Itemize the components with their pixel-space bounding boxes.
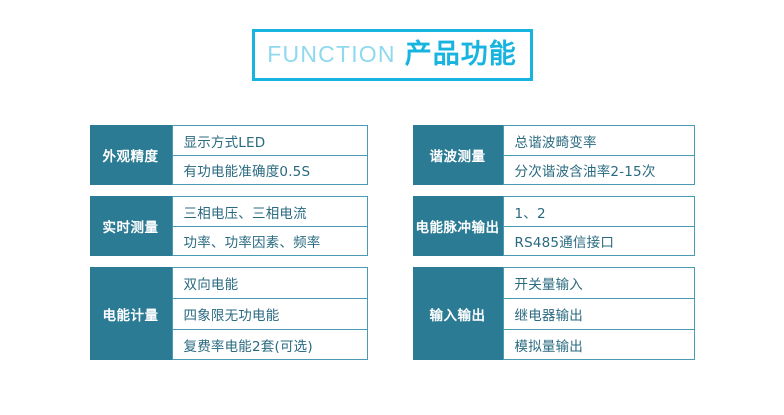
spec-row: 四象限无功电能: [171, 298, 368, 329]
spec-row: 继电器输出: [502, 298, 695, 329]
spec-group-input-output: 输入输出 开关量输入 继电器输出 模拟量输出: [412, 267, 695, 360]
spec-group-rows: 双向电能 四象限无功电能 复费率电能2套(可选): [171, 267, 368, 360]
page-header: FUNCTION 产品功能: [0, 0, 784, 110]
spec-row: 1、2: [502, 196, 695, 226]
spec-group-pulse-output: 电能脉冲输出 1、2 RS485通信接口: [412, 196, 695, 256]
spec-column-right: 谐波测量 总谐波畸变率 分次谐波含油率2-15次 电能脉冲输出 1、2 RS48…: [412, 125, 695, 360]
spec-group-rows: 1、2 RS485通信接口: [502, 196, 695, 256]
header-chinese-title: 产品功能: [404, 38, 517, 70]
spec-row: RS485通信接口: [502, 226, 695, 256]
spec-group-rows: 总谐波畸变率 分次谐波含油率2-15次: [502, 125, 695, 185]
spec-row: 有功电能准确度0.5S: [171, 155, 368, 185]
spec-group-harmonic-measurement: 谐波测量 总谐波畸变率 分次谐波含油率2-15次: [412, 125, 695, 185]
spec-group-label: 实时测量: [89, 196, 172, 256]
spec-row: 复费率电能2套(可选): [171, 329, 368, 360]
spec-group-label: 谐波测量: [412, 125, 503, 185]
spec-group-rows: 开关量输入 继电器输出 模拟量输出: [502, 267, 695, 360]
spec-row: 分次谐波含油率2-15次: [502, 155, 695, 185]
spec-row: 三相电压、三相电流: [171, 196, 368, 226]
spec-row: 总谐波畸变率: [502, 125, 695, 155]
header-title-box: FUNCTION 产品功能: [251, 29, 533, 81]
spec-group-appearance-accuracy: 外观精度 显示方式LED 有功电能准确度0.5S: [89, 125, 368, 185]
spec-row: 双向电能: [171, 267, 368, 298]
spec-columns: 外观精度 显示方式LED 有功电能准确度0.5S 实时测量 三相电压、三相电流 …: [0, 125, 784, 360]
spec-group-rows: 显示方式LED 有功电能准确度0.5S: [171, 125, 368, 185]
spec-group-label: 外观精度: [89, 125, 172, 185]
spec-group-rows: 三相电压、三相电流 功率、功率因素、频率: [171, 196, 368, 256]
spec-group-energy-metering: 电能计量 双向电能 四象限无功电能 复费率电能2套(可选): [89, 267, 368, 360]
spec-group-label: 电能计量: [89, 267, 172, 360]
spec-row: 模拟量输出: [502, 329, 695, 360]
header-english-title: FUNCTION: [267, 40, 396, 67]
spec-column-left: 外观精度 显示方式LED 有功电能准确度0.5S 实时测量 三相电压、三相电流 …: [89, 125, 368, 360]
spec-group-label: 输入输出: [412, 267, 503, 360]
spec-group-realtime-measurement: 实时测量 三相电压、三相电流 功率、功率因素、频率: [89, 196, 368, 256]
spec-row: 开关量输入: [502, 267, 695, 298]
spec-row: 功率、功率因素、频率: [171, 226, 368, 256]
spec-row: 显示方式LED: [171, 125, 368, 155]
spec-group-label: 电能脉冲输出: [412, 196, 503, 256]
